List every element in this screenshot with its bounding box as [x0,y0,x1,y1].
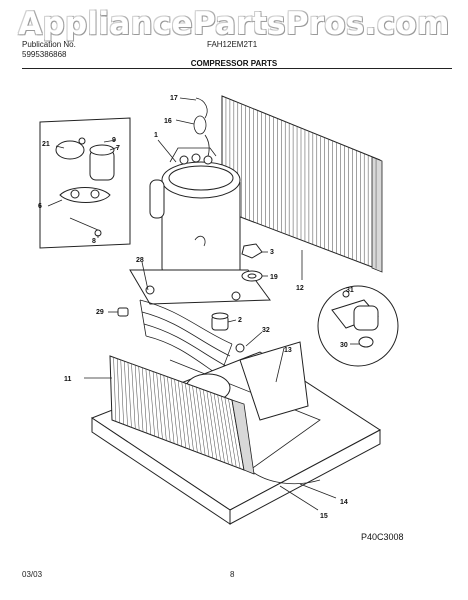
base-plate [129,269,271,305]
callout-32: 32 [262,327,270,334]
callout-11: 11 [64,376,72,383]
callout-9: 9 [112,137,116,144]
callout-2: 2 [238,317,242,324]
leader-lines [47,97,360,511]
callout-28: 28 [136,257,144,264]
compressor [149,147,241,284]
callout-7: 7 [116,145,120,152]
partition-panel [239,341,309,421]
callout-30: 30 [340,342,348,349]
model-number: FAH12EM2T1 [207,40,258,49]
watermark: AppliancePartsPros.com [18,6,450,42]
callout-3: 3 [270,249,274,256]
callout-16: 16 [164,118,172,125]
evaporator-coil [109,355,255,475]
publication-label: Publication No. [22,40,76,49]
terminal-inset [39,117,131,249]
callout-1: 1 [154,132,158,139]
evaporator-tubing [139,299,233,377]
mount-nut-washer [241,243,263,282]
overload-inset [317,285,399,367]
publication-number: 5995386868 [22,50,67,59]
footer-date: 03/03 [22,570,43,579]
callout-labels: 17 16 1 9 21 7 6 8 3 19 12 28 31 29 2 32… [38,95,354,520]
callout-13: 13 [284,347,292,354]
callout-17: 17 [170,95,178,102]
callout-29: 29 [96,309,104,316]
callout-12: 12 [296,285,304,292]
callout-19: 19 [270,274,278,281]
page-title: COMPRESSOR PARTS [190,59,278,68]
title-divider [22,68,452,69]
grommet [211,312,229,331]
callout-6: 6 [38,203,42,210]
callout-14: 14 [340,499,348,506]
callout-31: 31 [346,287,354,294]
callout-21: 21 [42,141,50,148]
callout-15: 15 [320,513,328,520]
diagram-code: P40C3008 [361,532,404,542]
footer-page-number: 8 [230,570,235,579]
callout-8: 8 [92,238,96,245]
